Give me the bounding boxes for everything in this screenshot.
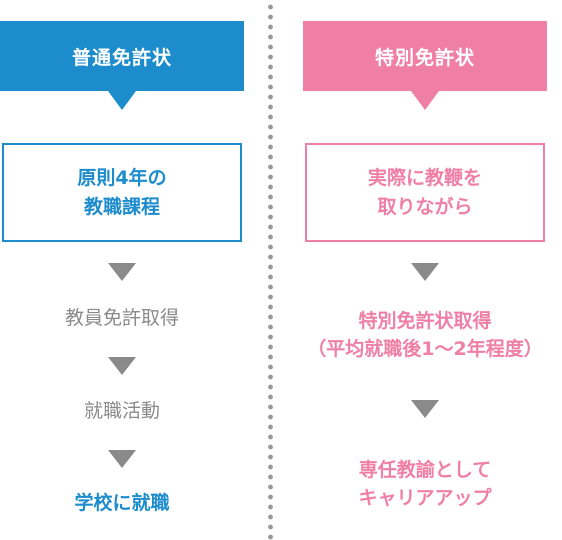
special-license-header: 特別免許状 (303, 21, 547, 91)
ordinary-license-course-text: 原則4年の 教職課程 (77, 167, 167, 218)
ordinary-license-pointer-icon (108, 91, 136, 110)
arrow-down-icon (108, 450, 136, 468)
arrow-down-icon (108, 263, 136, 281)
step-career-up: 専任教諭として キャリアアップ (358, 459, 492, 509)
arrow-down-icon (411, 263, 439, 281)
special-license-header-label: 特別免許状 (374, 46, 475, 69)
ordinary-license-header-label: 普通免許状 (71, 46, 172, 69)
step-school-employment: 学校に就職 (74, 492, 170, 514)
arrow-down-icon (108, 357, 136, 375)
center-divider (268, 0, 273, 540)
special-license-teaching-box: 実際に教鞭を 取りながら (305, 143, 545, 242)
arrow-down-icon (411, 400, 439, 418)
step-special-license-acquired: 特別免許状取得 （平均就職後1～2年程度） (307, 310, 543, 360)
ordinary-license-course-box: 原則4年の 教職課程 (2, 143, 242, 242)
special-license-teaching-text: 実際に教鞭を 取りながら (367, 167, 482, 218)
special-license-pointer-icon (411, 91, 439, 110)
step-license-acquired: 教員免許取得 (64, 307, 179, 329)
step-job-hunting: 就職活動 (83, 400, 160, 422)
ordinary-license-header: 普通免許状 (0, 21, 244, 91)
